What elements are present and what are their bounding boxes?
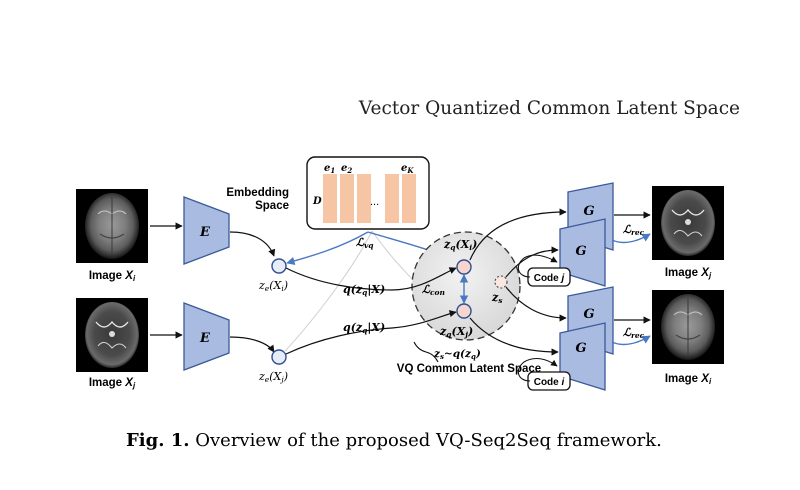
zq-node-i bbox=[456, 259, 472, 275]
arrow-zs-to-gen-top bbox=[505, 246, 559, 278]
lrec-top-label: ℒrec bbox=[623, 223, 645, 237]
embedding-title-line1: Embedding bbox=[226, 187, 289, 199]
arrow-encoder-to-ze-j bbox=[229, 336, 275, 353]
lrec-arrow-top bbox=[611, 233, 651, 244]
q-top-label: q(zq|X) bbox=[343, 283, 385, 297]
input-image-i-label: Image Xi bbox=[89, 270, 136, 283]
arrow-ze-i-to-zq-i bbox=[285, 267, 457, 291]
code-j-arrow bbox=[517, 254, 558, 278]
output-image-j-label: Image Xj bbox=[665, 267, 712, 280]
sampling-brace bbox=[413, 341, 439, 363]
generator-block-top-front bbox=[559, 218, 606, 287]
zs-node bbox=[494, 275, 508, 289]
generator-block-bottom-front bbox=[559, 322, 606, 391]
generator-label-top-front: G bbox=[575, 244, 586, 259]
arrow-zq-j-to-gen-bottom bbox=[469, 317, 559, 356]
faint-line-embedding-ze-j bbox=[283, 230, 373, 353]
output-image-j bbox=[652, 186, 724, 260]
arrow-zs-to-gen-bottom bbox=[505, 286, 567, 322]
ze-node-j bbox=[271, 349, 287, 365]
embedding-dim-label: D bbox=[312, 196, 322, 207]
arrow-encoder-to-ze-i bbox=[229, 231, 276, 257]
embedding-code-1 bbox=[323, 174, 337, 223]
embedding-code-k2 bbox=[402, 174, 416, 223]
header-text: Vector Quantized Common Latent Space bbox=[358, 98, 740, 119]
generator-label-bottom-front: G bbox=[575, 341, 586, 356]
lcon-loss-label: ℒcon bbox=[422, 283, 445, 297]
encoder-block-top bbox=[183, 196, 230, 265]
zs-sampling-label: zs~q(zq) bbox=[433, 348, 481, 361]
embedding-code-3 bbox=[357, 174, 371, 223]
code-j-label: Code j bbox=[534, 273, 565, 284]
embedding-title-line2: Space bbox=[255, 200, 289, 212]
embedding-code-2-label: e2 bbox=[341, 163, 352, 175]
zq-i-label: zq(Xi) bbox=[443, 238, 477, 252]
embedding-code-k bbox=[385, 174, 399, 223]
embedding-ellipsis: ... bbox=[370, 196, 379, 208]
vq-common-latent-space-label: VQ Common Latent Space bbox=[397, 363, 541, 375]
ze-j-label: ze(Xj) bbox=[258, 370, 288, 384]
lrec-arrow-bottom bbox=[611, 335, 651, 346]
embedding-code-2 bbox=[340, 174, 354, 223]
embedding-code-k-label: eK bbox=[401, 163, 414, 175]
code-i-arrow bbox=[517, 357, 558, 382]
encoder-block-bottom bbox=[183, 302, 230, 371]
lrec-bottom-label: ℒrec bbox=[623, 326, 645, 340]
generator-label-top-back: G bbox=[583, 204, 594, 219]
ze-i-label: ze(Xi) bbox=[258, 279, 288, 293]
zq-node-j bbox=[456, 303, 472, 319]
lvq-loss-label: ℒvq bbox=[356, 236, 374, 250]
output-image-i-label: Image Xi bbox=[665, 373, 712, 386]
arrow-zq-i-to-gen-top bbox=[469, 208, 567, 261]
encoder-label-bottom: E bbox=[199, 331, 211, 346]
encoder-label-top: E bbox=[199, 225, 211, 240]
code-i-label: Code i bbox=[534, 377, 565, 388]
input-image-j-label: Image Xj bbox=[89, 377, 136, 390]
figure-caption: Fig. 1. Overview of the proposed VQ-Seq2… bbox=[126, 430, 662, 451]
arrow-ze-j-to-zq-j bbox=[285, 310, 457, 355]
zs-label: zs bbox=[491, 291, 503, 305]
input-image-i bbox=[76, 189, 148, 263]
q-bottom-label: q(zq|X) bbox=[343, 321, 385, 335]
zq-j-label: zq(Xj) bbox=[439, 325, 473, 339]
embedding-code-1-label: e1 bbox=[324, 163, 335, 175]
ze-node-i bbox=[271, 258, 287, 274]
generator-label-bottom-back: G bbox=[583, 307, 594, 322]
input-image-j bbox=[76, 298, 148, 372]
output-image-i bbox=[652, 290, 724, 364]
lvq-arrow-to-ze bbox=[286, 231, 369, 266]
